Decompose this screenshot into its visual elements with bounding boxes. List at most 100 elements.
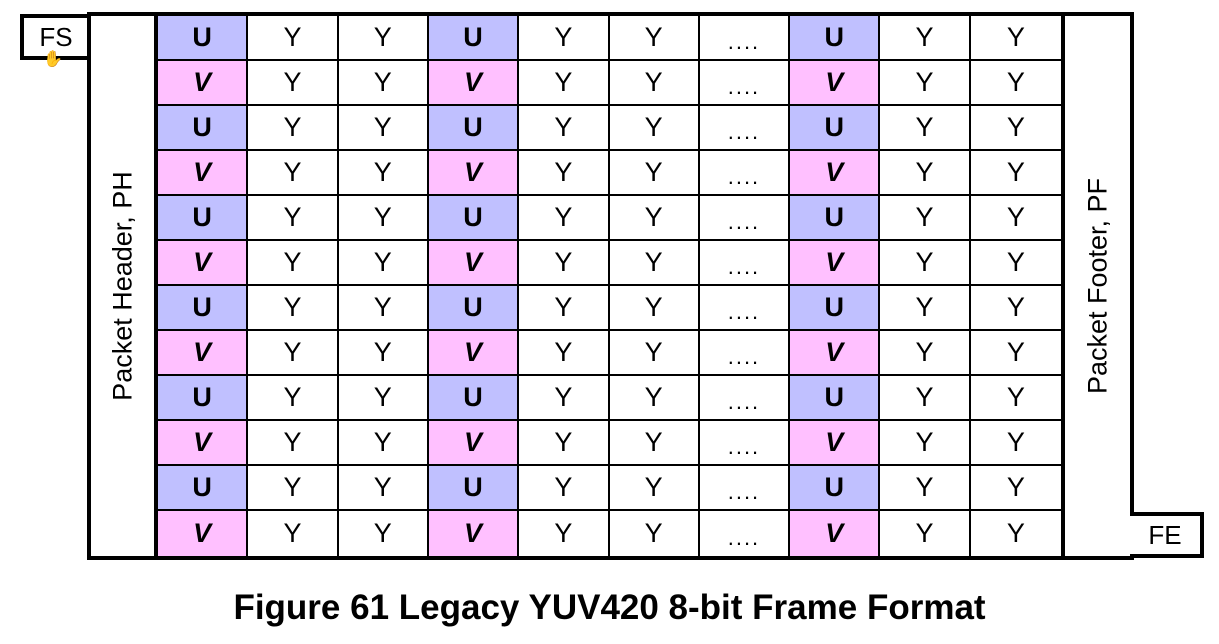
y-cell: Y	[609, 196, 700, 241]
y-cell: Y	[248, 241, 339, 286]
frame-end-marker: FE	[1130, 512, 1204, 558]
y-cell: Y	[519, 16, 610, 61]
y-cell: Y	[248, 106, 339, 151]
v-cell: V	[158, 331, 249, 376]
y-cell: Y	[338, 421, 429, 466]
y-cell: Y	[519, 421, 610, 466]
y-cell: Y	[609, 331, 700, 376]
y-cell: Y	[338, 376, 429, 421]
u-cell: U	[790, 286, 881, 331]
y-cell: Y	[338, 331, 429, 376]
v-cell: V	[158, 241, 249, 286]
v-cell: V	[428, 61, 520, 106]
u-cell: U	[158, 106, 249, 151]
u-cell: U	[158, 376, 249, 421]
y-cell: Y	[970, 196, 1061, 241]
y-cell: Y	[519, 466, 610, 511]
v-cell: V	[428, 331, 520, 376]
y-cell: Y	[519, 376, 610, 421]
u-cell: U	[158, 16, 249, 61]
y-cell: Y	[248, 511, 339, 556]
y-cell: Y	[880, 466, 971, 511]
u-cell: U	[158, 286, 249, 331]
y-cell: Y	[880, 16, 971, 61]
y-cell: Y	[970, 61, 1061, 106]
v-cell: V	[158, 511, 249, 556]
y-cell: Y	[519, 61, 610, 106]
y-cell: Y	[880, 331, 971, 376]
y-cell: Y	[248, 16, 339, 61]
ellipsis-cell: ....	[699, 151, 791, 196]
y-cell: Y	[970, 151, 1061, 196]
u-cell: U	[428, 376, 520, 421]
u-cell: U	[790, 106, 881, 151]
y-cell: Y	[519, 241, 610, 286]
y-cell: Y	[609, 421, 700, 466]
y-cell: Y	[248, 421, 339, 466]
y-cell: Y	[880, 151, 971, 196]
y-cell: Y	[970, 286, 1061, 331]
v-cell: V	[428, 241, 520, 286]
packet-header-column: Packet Header, PH	[91, 16, 158, 556]
y-cell: Y	[519, 331, 610, 376]
y-cell: Y	[609, 376, 700, 421]
v-cell: V	[790, 331, 881, 376]
y-cell: Y	[609, 61, 700, 106]
u-cell: U	[428, 466, 520, 511]
ellipsis-cell: ....	[699, 61, 791, 106]
u-cell: U	[428, 286, 520, 331]
y-cell: Y	[338, 286, 429, 331]
y-cell: Y	[248, 286, 339, 331]
y-cell: Y	[970, 466, 1061, 511]
ellipsis-cell: ....	[699, 16, 791, 61]
u-cell: U	[790, 196, 881, 241]
y-cell: Y	[248, 376, 339, 421]
u-cell: U	[790, 16, 881, 61]
y-cell: Y	[880, 61, 971, 106]
y-cell: Y	[970, 511, 1061, 556]
v-cell: V	[158, 151, 249, 196]
frame-end-label: FE	[1148, 519, 1182, 550]
ellipsis-cell: ....	[699, 421, 791, 466]
y-cell: Y	[609, 16, 700, 61]
y-cell: Y	[880, 376, 971, 421]
u-cell: U	[428, 196, 520, 241]
y-cell: Y	[609, 511, 700, 556]
u-cell: U	[790, 466, 881, 511]
y-cell: Y	[248, 61, 339, 106]
y-cell: Y	[880, 286, 971, 331]
ellipsis-cell: ....	[699, 466, 791, 511]
y-cell: Y	[880, 106, 971, 151]
y-cell: Y	[970, 331, 1061, 376]
ellipsis-cell: ....	[699, 196, 791, 241]
ellipsis-cell: ....	[699, 511, 791, 556]
y-cell: Y	[970, 376, 1061, 421]
u-cell: U	[428, 106, 520, 151]
y-cell: Y	[970, 421, 1061, 466]
y-cell: Y	[338, 241, 429, 286]
y-cell: Y	[970, 16, 1061, 61]
y-cell: Y	[609, 106, 700, 151]
y-cell: Y	[248, 331, 339, 376]
ellipsis-cell: ....	[699, 376, 791, 421]
y-cell: Y	[519, 511, 610, 556]
packet-footer-label: Packet Footer, PF	[1082, 177, 1112, 395]
ellipsis-cell: ....	[699, 241, 791, 286]
ellipsis-cell: ....	[699, 331, 791, 376]
y-cell: Y	[880, 241, 971, 286]
v-cell: V	[428, 151, 520, 196]
y-cell: Y	[338, 196, 429, 241]
y-cell: Y	[519, 151, 610, 196]
y-cell: Y	[970, 241, 1061, 286]
y-cell: Y	[880, 196, 971, 241]
y-cell: Y	[970, 106, 1061, 151]
y-cell: Y	[248, 196, 339, 241]
u-cell: U	[158, 196, 249, 241]
y-cell: Y	[338, 151, 429, 196]
y-cell: Y	[519, 196, 610, 241]
y-cell: Y	[338, 106, 429, 151]
y-cell: Y	[880, 421, 971, 466]
v-cell: V	[790, 241, 881, 286]
